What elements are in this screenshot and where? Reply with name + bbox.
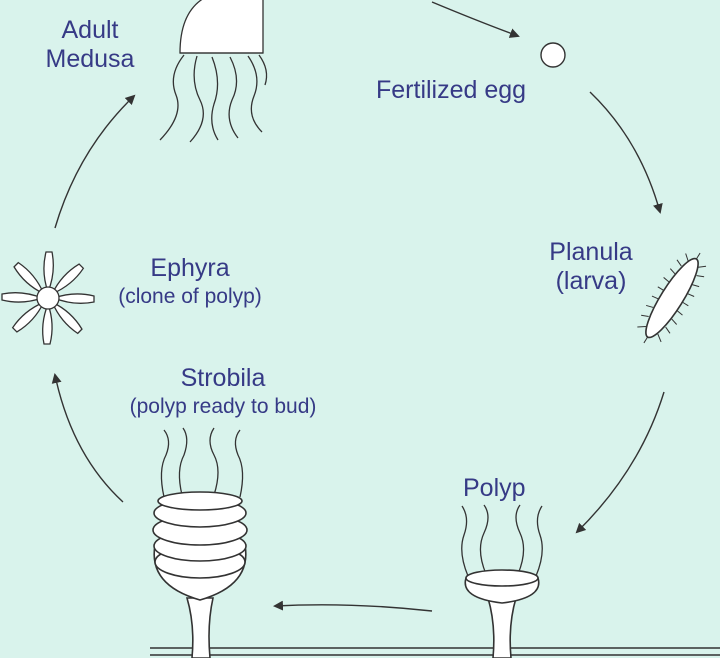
arrow-strobila-to-ephyra xyxy=(51,373,124,503)
label-ephyra-line-2: (clone of polyp) xyxy=(118,285,262,308)
arrow-ephyra-to-medusa xyxy=(54,94,136,229)
label-strobila-line-1: Strobila xyxy=(180,364,266,392)
ground-line xyxy=(150,647,720,656)
cycle-arrows xyxy=(51,1,665,612)
label-strobila: Strobila (polyp ready to bud) xyxy=(92,364,354,421)
label-polyp-line-1: Polyp xyxy=(463,474,526,502)
label-planula-line-2: (larva) xyxy=(555,267,627,295)
strobila-illustration xyxy=(152,427,248,658)
label-adult-medusa-line-1: Adult xyxy=(61,16,119,44)
medusa-bell xyxy=(179,0,264,54)
ephyra-arms xyxy=(1,251,95,345)
polyp-illustration xyxy=(461,504,543,658)
label-planula-line-1: Planula xyxy=(549,238,633,266)
arrow-medusa-to-egg xyxy=(431,1,520,38)
ephyra-center xyxy=(36,286,60,310)
arrow-egg-to-planula xyxy=(589,91,663,214)
ephyra-illustration xyxy=(1,251,95,345)
label-fertilized-egg-line-1: Fertilized egg xyxy=(376,76,527,104)
arrow-polyp-to-strobila xyxy=(273,600,433,612)
label-ephyra: Ephyra (clone of polyp) xyxy=(92,254,288,311)
label-polyp: Polyp xyxy=(463,474,526,503)
label-adult-medusa-line-2: Medusa xyxy=(45,45,135,73)
egg-illustration xyxy=(540,42,566,68)
label-adult-medusa: Adult Medusa xyxy=(34,16,146,74)
label-fertilized-egg: Fertilized egg xyxy=(376,76,526,105)
label-ephyra-line-1: Ephyra xyxy=(150,254,230,282)
label-strobila-line-2: (polyp ready to bud) xyxy=(129,395,317,418)
arrow-planula-to-polyp xyxy=(575,391,665,534)
planula-illustration xyxy=(637,252,707,344)
label-planula: Planula (larva) xyxy=(535,238,647,296)
medusa-illustration xyxy=(159,0,268,143)
